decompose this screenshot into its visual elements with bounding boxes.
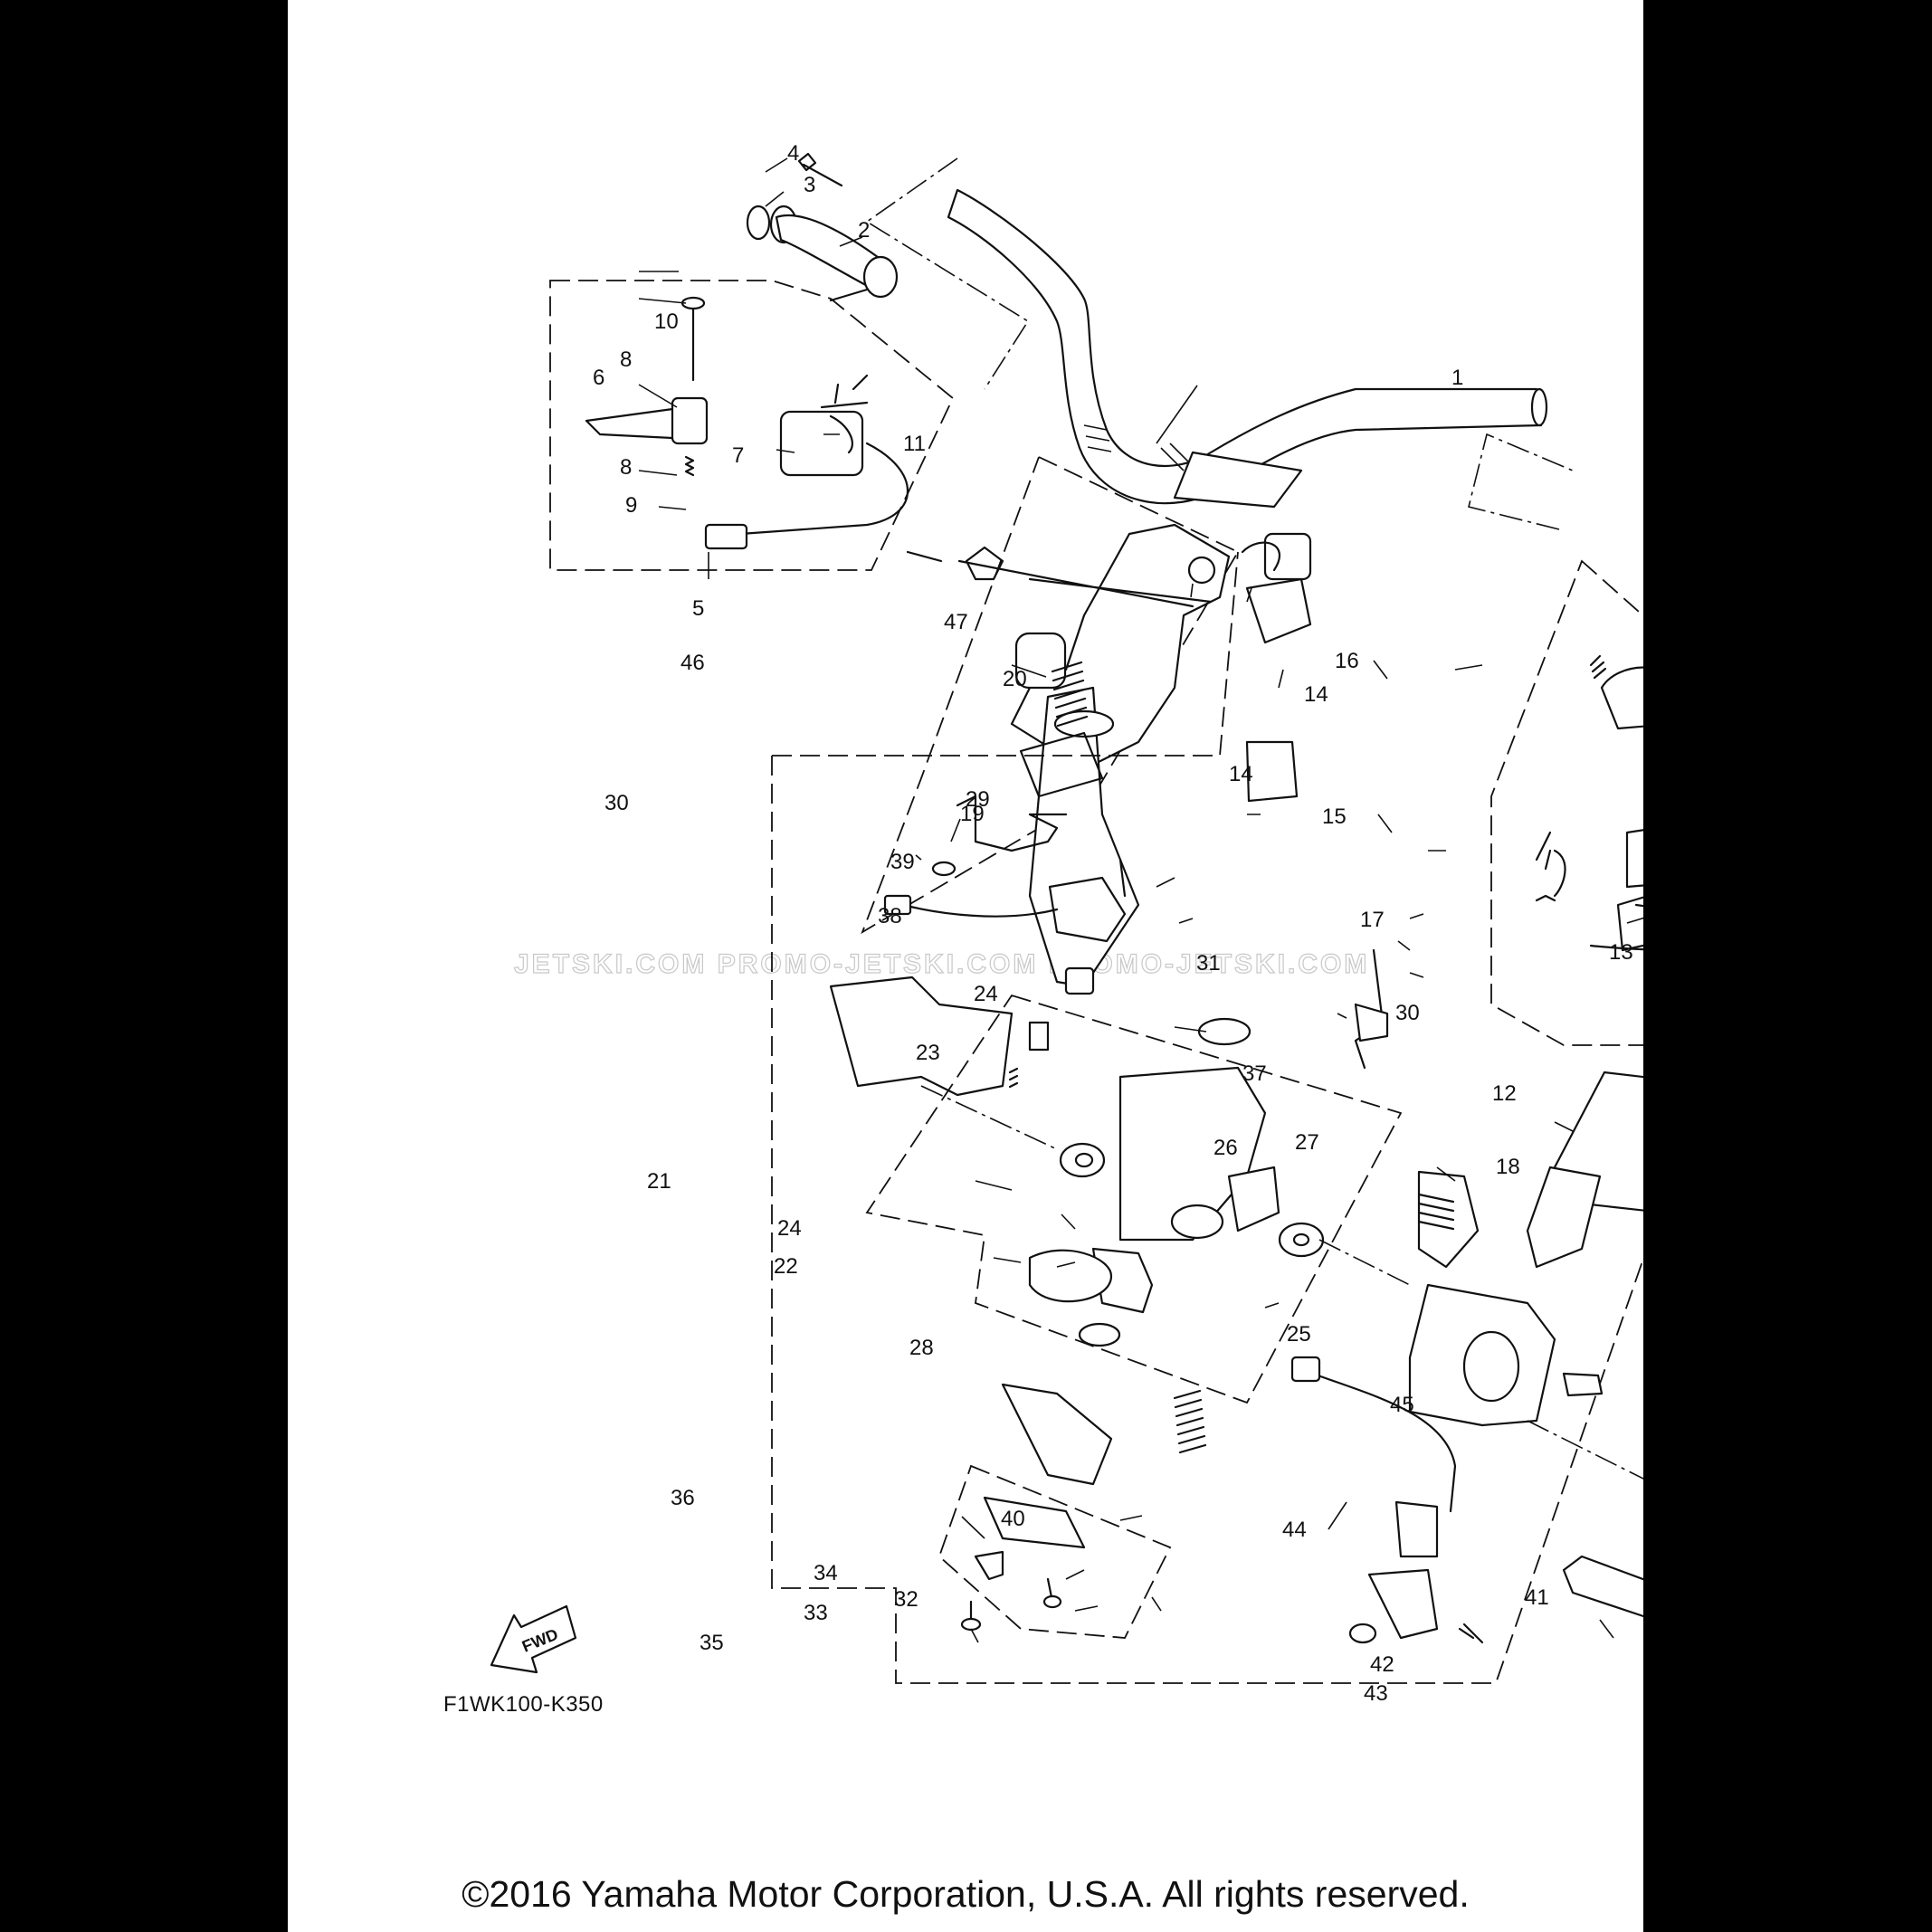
steering-housing <box>865 948 1411 1486</box>
callout-11: 11 <box>903 432 926 456</box>
callout-23: 23 <box>916 1041 940 1065</box>
spring-part <box>1051 661 1089 728</box>
callout-38: 38 <box>878 904 902 928</box>
callout-36: 36 <box>671 1486 695 1510</box>
callout-24: 24 <box>974 982 998 1006</box>
callout-35: 35 <box>700 1631 724 1655</box>
callout-43: 43 <box>1364 1681 1388 1706</box>
callout-13: 13 <box>1609 940 1633 965</box>
callout-8: 8 <box>620 455 632 480</box>
callout-41: 41 <box>1525 1585 1549 1610</box>
lever-switch-assembly <box>549 280 955 571</box>
leader-lines <box>638 157 1643 1643</box>
diagram-sheet: JETSKI.COM PROMO-JETSKI.COM PROMO-JETSKI… <box>288 0 1643 1932</box>
callout-18: 18 <box>1496 1155 1520 1179</box>
callout-14: 14 <box>1229 762 1253 786</box>
callout-24: 24 <box>777 1216 802 1241</box>
callout-6: 6 <box>593 366 604 390</box>
callout-22: 22 <box>774 1254 798 1279</box>
callout-31: 31 <box>1196 951 1221 976</box>
callout-34: 34 <box>814 1561 838 1585</box>
callout-1: 1 <box>1451 366 1463 390</box>
copyright-notice: ©2016 Yamaha Motor Corporation, U.S.A. A… <box>462 1873 1470 1915</box>
callout-4: 4 <box>787 141 799 166</box>
callout-layer: 1234567889101112131414151617181920212223… <box>593 141 1633 1706</box>
callout-26: 26 <box>1213 1136 1238 1160</box>
fwd-arrow-icon: FWD <box>490 1604 577 1674</box>
callout-9: 9 <box>625 493 637 518</box>
callout-42: 42 <box>1370 1652 1394 1677</box>
callout-32: 32 <box>894 1587 918 1612</box>
callout-14: 14 <box>1304 682 1328 707</box>
lower-bracket-group <box>937 1464 1172 1639</box>
handlebar-part <box>865 157 1574 530</box>
callout-40: 40 <box>1001 1507 1025 1531</box>
callout-28: 28 <box>909 1336 934 1360</box>
callout-10: 10 <box>654 309 679 334</box>
callout-12: 12 <box>1492 1081 1517 1106</box>
callout-29: 29 <box>966 787 990 812</box>
callout-8: 8 <box>620 347 632 372</box>
callout-16: 16 <box>1335 649 1359 673</box>
callout-39: 39 <box>890 850 915 874</box>
grip-assembly <box>746 152 899 299</box>
sensor-harness <box>883 795 1127 943</box>
callout-3: 3 <box>804 173 815 197</box>
frame-outline-upper <box>772 551 1239 757</box>
callout-7: 7 <box>732 443 744 468</box>
right-bracket-assembly <box>1290 1071 1643 1644</box>
callout-17: 17 <box>1360 908 1385 932</box>
callout-2: 2 <box>858 218 870 243</box>
callout-20: 20 <box>1003 667 1027 691</box>
parts-diagram: JETSKI.COM PROMO-JETSKI.COM PROMO-JETSKI… <box>490 141 1643 1706</box>
callout-37: 37 <box>1242 1061 1267 1086</box>
callout-30: 30 <box>1395 1001 1420 1025</box>
watermark-text: JETSKI.COM PROMO-JETSKI.COM PROMO-JETSKI… <box>514 949 1369 979</box>
callout-25: 25 <box>1287 1322 1311 1347</box>
callout-47: 47 <box>944 610 968 634</box>
callout-19: 19 <box>960 802 985 826</box>
callout-44: 44 <box>1282 1518 1307 1542</box>
callout-46: 46 <box>680 651 705 675</box>
callout-15: 15 <box>1322 804 1347 829</box>
callout-21: 21 <box>647 1169 671 1194</box>
callout-30: 30 <box>604 791 629 815</box>
callout-5: 5 <box>692 596 704 621</box>
callout-45: 45 <box>1390 1393 1414 1417</box>
diagram-code: F1WK100-K350 <box>443 1692 604 1717</box>
left-bracket-assembly <box>829 976 1106 1178</box>
start-stop-switch-assembly <box>1490 559 1643 1046</box>
callout-27: 27 <box>1295 1130 1319 1155</box>
callout-33: 33 <box>804 1601 828 1625</box>
